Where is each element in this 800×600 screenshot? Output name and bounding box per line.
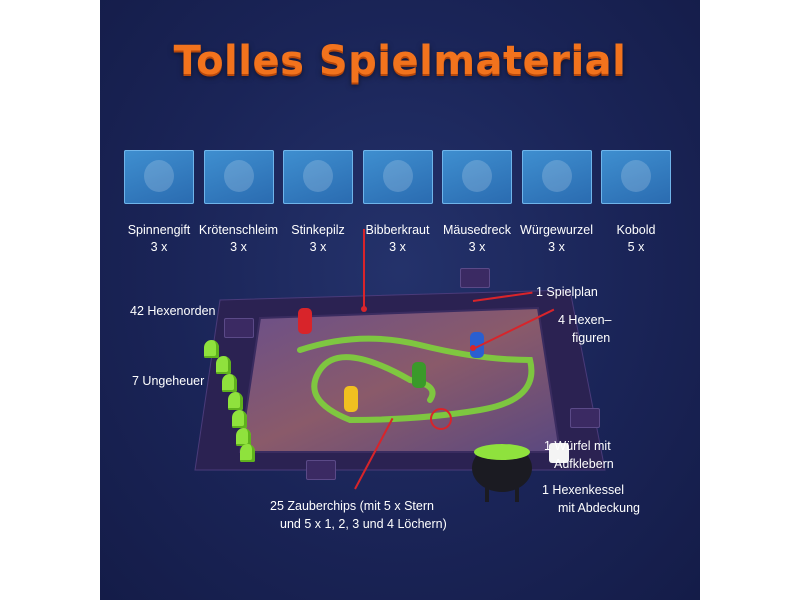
ghost-figure bbox=[240, 444, 255, 462]
pointer-line bbox=[363, 229, 365, 309]
ingredient-count: 5 x bbox=[627, 240, 645, 254]
mushroom-icon bbox=[283, 150, 353, 204]
label-zauberchips: 25 Zauberchips (mit 5 x Stern und 5 x 1,… bbox=[270, 499, 447, 531]
spider-icon bbox=[124, 150, 194, 204]
chip-highlight-ring bbox=[430, 408, 452, 430]
ingredient-name: Würgewurzel bbox=[520, 223, 593, 237]
page-title: Tolles Spielmaterial bbox=[173, 38, 627, 84]
red-witch-figure bbox=[298, 308, 312, 334]
ingredient-count: 3 x bbox=[309, 240, 327, 254]
ingredient-tile: Bibberkraut 3 x bbox=[362, 150, 433, 254]
ingredient-count: 3 x bbox=[548, 240, 565, 254]
ghost-figure bbox=[236, 428, 251, 446]
label-hexenfiguren: 4 Hexen– figuren bbox=[558, 313, 612, 345]
green-witch-figure bbox=[412, 362, 426, 388]
ingredient-tile: Kobold 5 x bbox=[601, 150, 671, 254]
ingredient-count: 3 x bbox=[150, 240, 168, 254]
label-hexenkessel: 1 Hexenkessel mit Abdeckung bbox=[542, 483, 640, 515]
pointer-dot bbox=[361, 306, 367, 312]
ghost-figure bbox=[204, 340, 219, 358]
pointer-dot bbox=[470, 345, 476, 351]
ingredient-tile: Spinnengift 3 x bbox=[124, 150, 194, 254]
label-wuerfel: 1 Würfel mit Aufklebern bbox=[544, 439, 614, 471]
ingredient-count: 3 x bbox=[389, 240, 406, 254]
die-icon bbox=[549, 443, 569, 463]
ghost-figure bbox=[222, 374, 237, 392]
herb-icon bbox=[362, 150, 433, 204]
ingredient-name: Kobold bbox=[616, 223, 656, 237]
card-stack bbox=[570, 408, 600, 428]
root-icon bbox=[521, 150, 592, 204]
ingredient-name: Bibberkraut bbox=[365, 223, 430, 237]
ingredient-name: Stinkepilz bbox=[291, 223, 345, 237]
ingredient-name: Mäusedreck bbox=[442, 223, 512, 237]
rat-icon bbox=[442, 150, 512, 204]
toad-icon bbox=[203, 150, 274, 204]
ingredient-name: Spinnengift bbox=[127, 223, 191, 237]
label-ungeheuer: 7 Ungeheuer bbox=[132, 374, 205, 388]
ingredient-tile: Stinkepilz 3 x bbox=[283, 150, 353, 254]
ingredient-tile: Krötenschleim 3 x bbox=[199, 150, 278, 254]
card-stack bbox=[460, 268, 490, 288]
card-stack bbox=[306, 460, 336, 480]
goblin-icon bbox=[601, 150, 671, 204]
ingredient-count: 3 x bbox=[468, 240, 486, 254]
ghost-figure bbox=[216, 356, 231, 374]
yellow-witch-figure bbox=[344, 386, 358, 412]
label-spielplan: 1 Spielplan bbox=[536, 285, 598, 299]
ingredient-tile: Würgewurzel 3 x bbox=[520, 150, 593, 254]
ghost-figure bbox=[228, 392, 243, 410]
ingredient-count: 3 x bbox=[230, 240, 247, 254]
card-stack bbox=[224, 318, 254, 338]
ingredient-name: Krötenschleim bbox=[198, 223, 279, 237]
ghost-figure bbox=[232, 410, 247, 428]
ingredient-tile: Mäusedreck 3 x bbox=[442, 150, 512, 254]
label-hexenorden: 42 Hexenorden bbox=[130, 304, 216, 318]
